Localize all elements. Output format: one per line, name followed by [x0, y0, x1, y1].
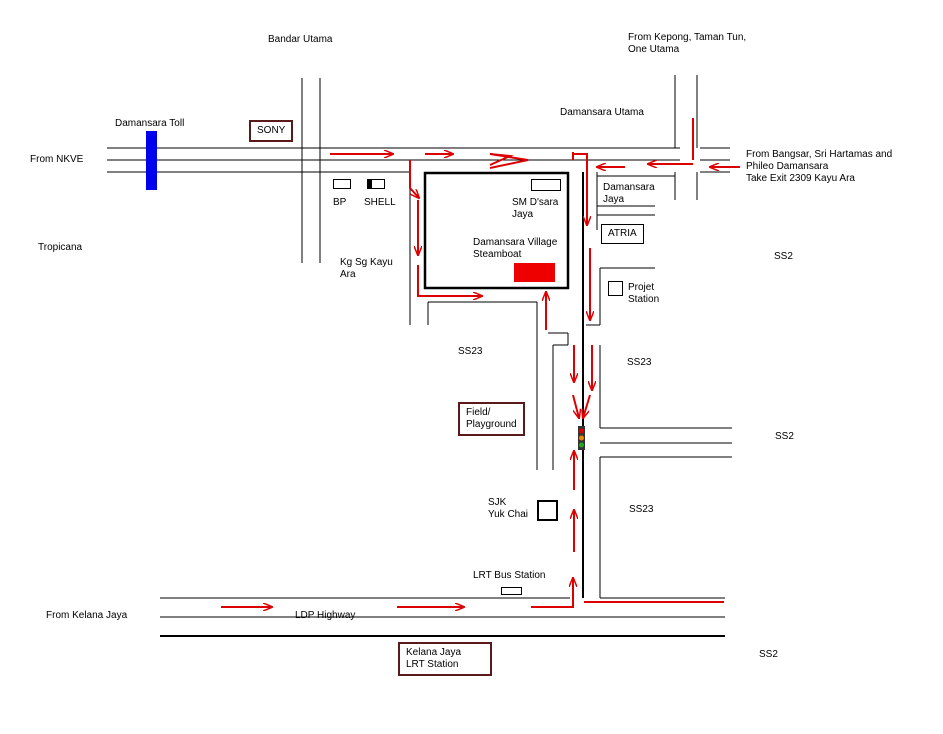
sjk-yuk-chai-building — [537, 500, 558, 521]
sony-box: SONY — [249, 120, 294, 142]
label-ss2-bottom: SS2 — [759, 649, 778, 660]
label-ss2-top: SS2 — [774, 251, 793, 262]
label-kg-sg-kayu-ara: Kg Sg Kayu Ara — [340, 257, 393, 280]
bp-station-building — [333, 179, 351, 189]
label-bandar-utama: Bandar Utama — [268, 34, 333, 45]
label-sjk-yuk-chai: SJK Yuk Chai — [488, 497, 529, 520]
lrt-bus-station-building — [501, 587, 522, 595]
label-bp: BP — [333, 197, 347, 208]
route-arrows — [221, 118, 740, 607]
label-projet-station: Projet Station — [628, 282, 660, 305]
traffic-light-icon — [578, 426, 585, 450]
projet-station-building — [608, 281, 623, 296]
label-ss23-bottom: SS23 — [629, 504, 654, 515]
route-arrow — [573, 153, 587, 225]
label-ss23-mid: SS23 — [627, 357, 652, 368]
label-steamboat: Damansara Village Steamboat — [473, 237, 558, 260]
steamboat-block — [423, 171, 570, 290]
atria-box: ATRIA — [601, 224, 644, 244]
sm-dsara-jaya-building — [531, 179, 561, 191]
kelana-jaya-lrt-station-box: Kelana Jaya LRT Station — [398, 642, 492, 676]
damansara-toll-plaza — [146, 131, 157, 190]
label-sm-dsara-jaya: SM D'sara Jaya — [512, 197, 559, 220]
steamboat-location-marker — [514, 263, 555, 282]
label-damansara-toll: Damansara Toll — [115, 118, 185, 129]
label-damansara-utama: Damansara Utama — [560, 107, 644, 118]
field-playground-box: Field/ Playground — [458, 402, 525, 436]
label-from-kelana-jaya: From Kelana Jaya — [46, 610, 128, 621]
label-shell: SHELL — [364, 197, 396, 208]
route-arrow — [572, 394, 579, 418]
route-arrow — [417, 265, 482, 296]
label-tropicana: Tropicana — [38, 242, 83, 253]
route-arrow — [583, 394, 591, 418]
label-ldp-highway: LDP Highway — [295, 610, 356, 621]
label-ss2-mid: SS2 — [775, 431, 794, 442]
shell-station-building — [367, 179, 385, 189]
label-from-kepong: From Kepong, Taman Tun, One Utama — [628, 32, 747, 55]
label-ss23-left: SS23 — [458, 346, 483, 357]
route-arrow — [409, 160, 419, 198]
label-from-bangsar: From Bangsar, Sri Hartamas and Phileo Da… — [746, 149, 893, 184]
label-lrt-bus-station: LRT Bus Station — [473, 570, 546, 581]
label-damansara-jaya: Damansara Jaya — [603, 182, 655, 205]
route-arrow-zigzag — [489, 153, 529, 169]
label-from-nkve: From NKVE — [30, 154, 84, 165]
route-arrow — [531, 578, 573, 608]
